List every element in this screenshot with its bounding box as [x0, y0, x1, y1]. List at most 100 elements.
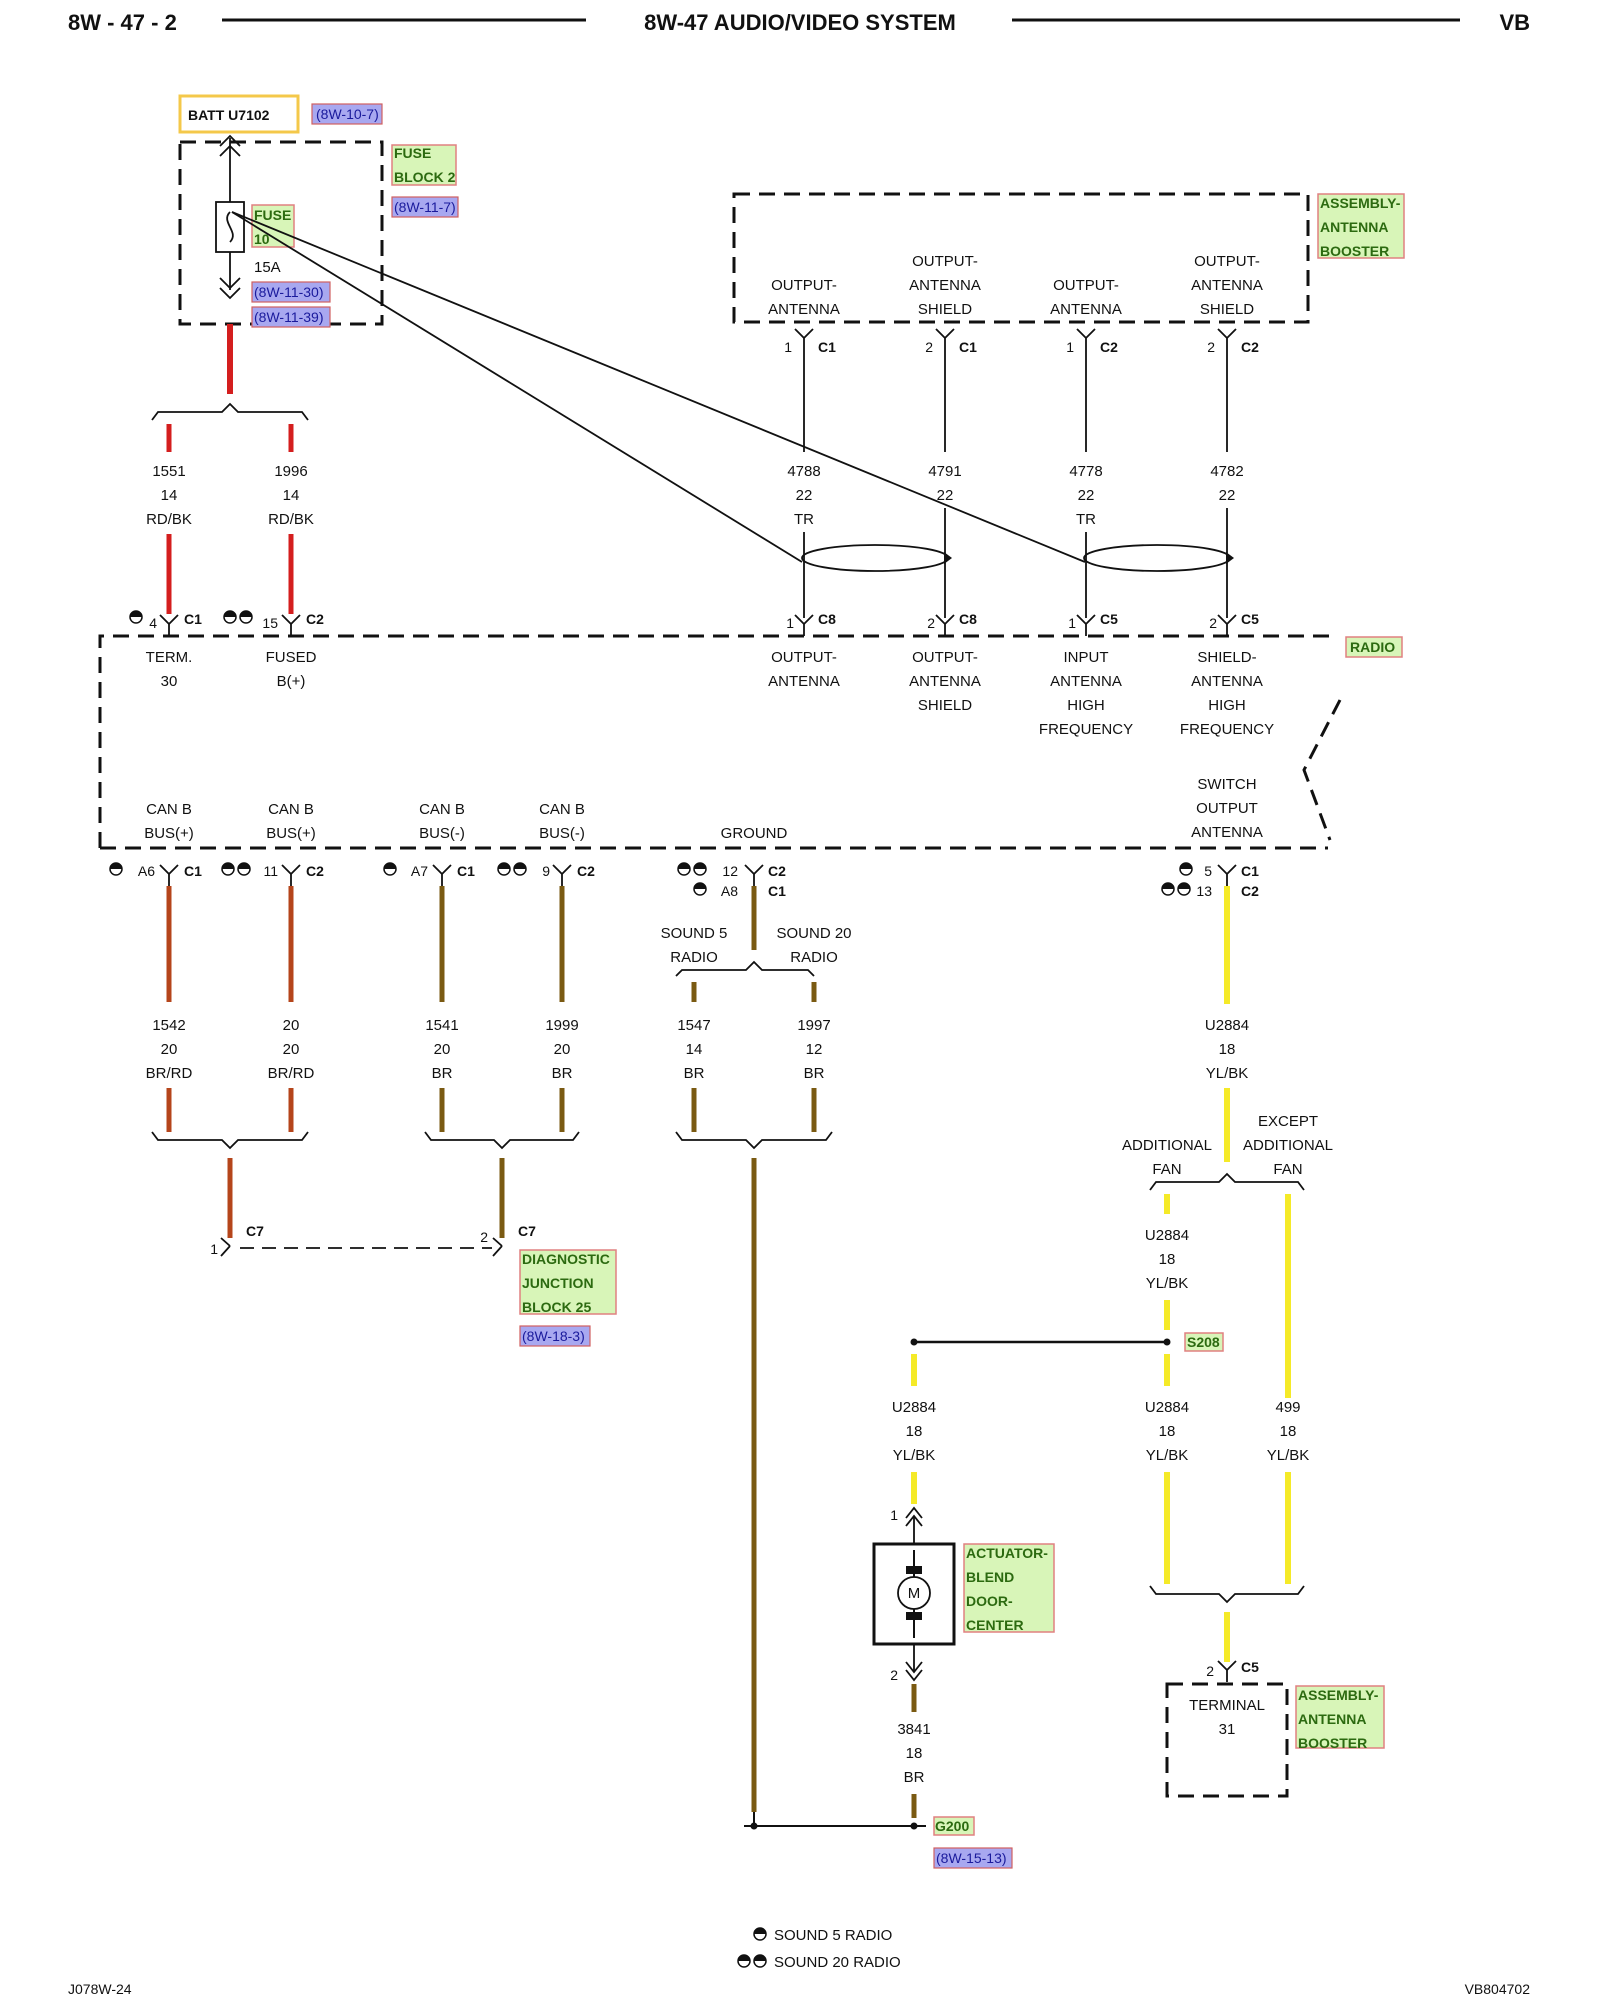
- svg-text:20: 20: [554, 1041, 571, 1058]
- ground-variant-brace: [675, 960, 815, 977]
- svg-text:HIGH: HIGH: [1208, 697, 1246, 714]
- switch-variant-add-l2: FAN: [1152, 1161, 1181, 1178]
- dlc-tag2: JUNCTION: [522, 1275, 594, 1291]
- svg-text:18: 18: [906, 1745, 923, 1762]
- booster-bottom-tag1: ASSEMBLY-: [1298, 1687, 1379, 1703]
- svg-text:OUTPUT-: OUTPUT-: [912, 253, 978, 270]
- wire-499: 499 18 YL/BK: [1267, 1399, 1309, 1584]
- radio-antenna-pin-c8-2: 2 C8 OUTPUT- ANTENNA SHIELD: [909, 611, 981, 714]
- radio-func-fused-b: B(+): [277, 673, 306, 690]
- svg-text:BR: BR: [904, 1769, 925, 1786]
- booster-top-tag2: ANTENNA: [1320, 219, 1388, 235]
- svg-text:A7: A7: [411, 863, 428, 879]
- wire-u2884-main: U2884 18 YL/BK: [1205, 886, 1249, 1162]
- wire-u2884-additional-lower: U2884 18 YL/BK: [1145, 1399, 1189, 1584]
- svg-text:ANTENNA: ANTENNA: [1191, 277, 1263, 294]
- footer-right-code: VB804702: [1465, 1981, 1531, 1997]
- svg-text:22: 22: [1078, 487, 1095, 504]
- svg-text:SHIELD: SHIELD: [918, 697, 972, 714]
- svg-text:INPUT: INPUT: [1064, 649, 1109, 666]
- svg-text:1999: 1999: [545, 1017, 578, 1034]
- svg-text:4788: 4788: [787, 463, 820, 480]
- svg-text:BR/RD: BR/RD: [146, 1065, 193, 1082]
- radio-func-canb-3a: CAN B: [419, 801, 465, 818]
- fuse-rating: 15A: [254, 259, 281, 276]
- booster-bottom-outline: [1165, 1682, 1289, 1798]
- antenna-booster-top-outline: [732, 192, 1310, 324]
- svg-text:C2: C2: [1241, 339, 1259, 355]
- svg-text:C5: C5: [1241, 611, 1259, 627]
- radio-func-ground: GROUND: [721, 825, 788, 842]
- dlc-connector: 1 C7 2 C7: [210, 1223, 536, 1257]
- switch-variant-brace: [1149, 1172, 1305, 1191]
- svg-text:SHIELD: SHIELD: [1200, 301, 1254, 318]
- dlc-ref-link[interactable]: (8W-18-3): [522, 1328, 585, 1344]
- svg-text:C5: C5: [1241, 1659, 1259, 1675]
- g200-ref-link[interactable]: (8W-15-13): [936, 1850, 1007, 1866]
- g200-ref-box: [933, 1847, 1013, 1869]
- switch-variant-add-l1: ADDITIONAL: [1122, 1137, 1212, 1154]
- svg-text:BR: BR: [552, 1065, 573, 1082]
- booster-bottom-connector: 2 C5: [1206, 1659, 1259, 1683]
- booster-top-pin-3: OUTPUT- ANTENNA 1 C2 4778 22 TR: [1050, 277, 1122, 618]
- twist-ref-line-2: [231, 211, 1086, 563]
- batt-label: BATT U7102: [188, 107, 270, 123]
- fuse-splice-brace: [151, 402, 309, 421]
- svg-text:C8: C8: [959, 611, 977, 627]
- actuator-tag2: BLEND: [966, 1569, 1014, 1585]
- svg-text:C2: C2: [768, 863, 786, 879]
- svg-text:C2: C2: [306, 863, 324, 879]
- batt-ref-link[interactable]: (8W-10-7): [316, 106, 379, 122]
- actuator-tag3: DOOR-: [966, 1593, 1013, 1609]
- legend-sound20: SOUND 20 RADIO: [774, 1954, 901, 1971]
- ground-variant1-l1: SOUND 5: [661, 925, 728, 942]
- svg-text:C7: C7: [518, 1223, 536, 1239]
- svg-text:C1: C1: [457, 863, 475, 879]
- fuse-block-ref-box: [391, 196, 459, 218]
- svg-text:RD/BK: RD/BK: [146, 511, 192, 528]
- svg-text:ANTENNA: ANTENNA: [768, 673, 840, 690]
- fuse-block-tag-box: [391, 144, 457, 186]
- svg-text:1547: 1547: [677, 1017, 710, 1034]
- svg-text:SHIELD: SHIELD: [918, 301, 972, 318]
- switch-variant-exc-l3: FAN: [1273, 1161, 1302, 1178]
- dlc-tag3: BLOCK 25: [522, 1299, 591, 1315]
- svg-text:ANTENNA: ANTENNA: [768, 301, 840, 318]
- svg-text:13: 13: [1196, 883, 1212, 899]
- wire-1996: 1996 14 RD/BK 15 C2: [223, 424, 324, 637]
- legend-sound5: SOUND 5 RADIO: [774, 1927, 892, 1944]
- ground-variant2-l2: RADIO: [790, 949, 838, 966]
- radio-outline-top: [98, 634, 1330, 848]
- svg-text:20: 20: [161, 1041, 178, 1058]
- batt-ref-box: [311, 103, 383, 125]
- radio-antenna-pin-c8-1: 1 C8 OUTPUT- ANTENNA: [768, 611, 840, 690]
- fuse-block-ref-link[interactable]: (8W-11-7): [394, 199, 456, 215]
- radio-antenna-pin-c5-1: 1 C5 INPUT ANTENNA HIGH FREQUENCY: [1039, 611, 1133, 738]
- booster-top-pin-2: OUTPUT- ANTENNA SHIELD 2 C1 4791 22: [909, 253, 981, 618]
- svg-text:BR: BR: [432, 1065, 453, 1082]
- svg-text:5: 5: [1204, 863, 1212, 879]
- fuse-ref2-link[interactable]: (8W-11-39): [254, 309, 324, 325]
- svg-text:OUTPUT-: OUTPUT-: [1053, 277, 1119, 294]
- wire-1999: 9 C2 1999 20 BR: [497, 862, 595, 1132]
- svg-text:FREQUENCY: FREQUENCY: [1180, 721, 1274, 738]
- svg-text:12: 12: [722, 863, 738, 879]
- fuse-ref1-link[interactable]: (8W-11-30): [254, 284, 324, 300]
- booster-top-pin-4: OUTPUT- ANTENNA SHIELD 2 C2 4782 22: [1191, 253, 1263, 618]
- booster-bottom-tag-box: [1295, 1685, 1385, 1749]
- svg-text:2: 2: [480, 1229, 488, 1245]
- fuse-block-tag-line2: BLOCK 2: [394, 169, 456, 185]
- dlc-ref-box: [519, 1325, 591, 1347]
- svg-text:C2: C2: [1100, 339, 1118, 355]
- svg-text:4778: 4778: [1069, 463, 1102, 480]
- wire-1997: 1997 12 BR: [797, 982, 831, 1132]
- svg-text:22: 22: [1219, 487, 1236, 504]
- svg-text:2: 2: [927, 615, 935, 631]
- svg-text:BR/RD: BR/RD: [268, 1065, 315, 1082]
- switch-output-connector: 5 C1 13 C2: [1161, 862, 1259, 899]
- radio-func-fused: FUSED: [266, 649, 317, 666]
- svg-text:YL/BK: YL/BK: [1146, 1275, 1189, 1292]
- svg-text:U2884: U2884: [1145, 1399, 1189, 1416]
- svg-text:4782: 4782: [1210, 463, 1243, 480]
- radio-func-switch1: SWITCH: [1197, 776, 1256, 793]
